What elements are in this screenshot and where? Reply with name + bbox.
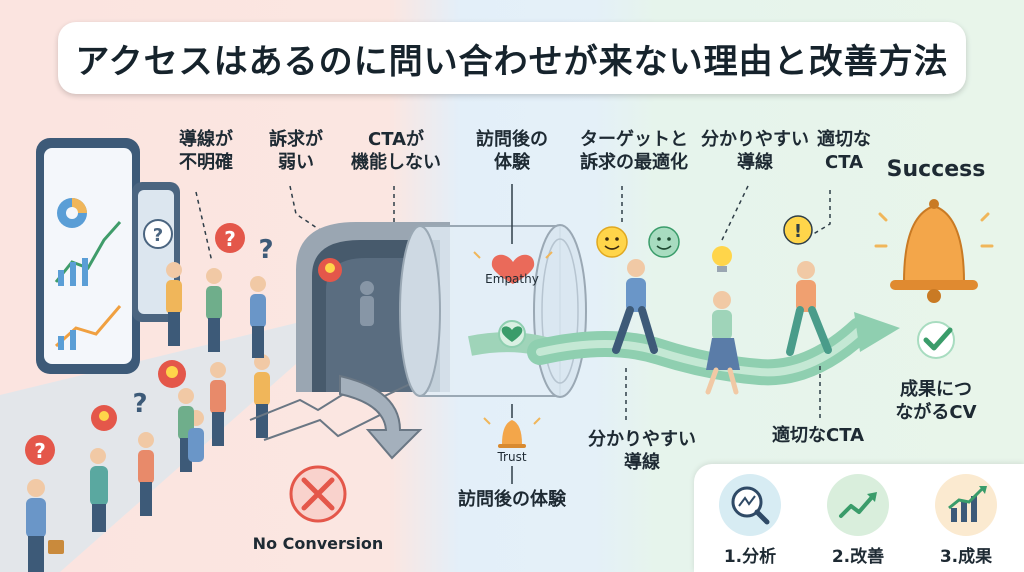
glass-tube xyxy=(399,224,587,398)
problem-label-weak-appeal: 訴求が 弱い xyxy=(269,129,323,174)
svg-text:?: ? xyxy=(34,439,46,463)
heart-icon xyxy=(473,251,553,284)
bar-chart-icon xyxy=(935,474,997,536)
title-banner: アクセスはあるのに問い合わせが来ない理由と改善方法 xyxy=(58,22,966,94)
success-label: Success xyxy=(886,157,986,182)
trust-label: Trust xyxy=(497,450,527,464)
broken-arrow-icon xyxy=(339,374,423,460)
question-bubble-icon: ? xyxy=(215,223,245,253)
smiley-bubble-icon xyxy=(596,226,628,258)
step-analysis: 1.分析 xyxy=(702,474,798,567)
check-circle-icon xyxy=(917,321,955,359)
lightbulb-bubble-icon xyxy=(91,405,117,431)
growth-arrow-icon xyxy=(827,474,889,536)
walking-people-icon xyxy=(612,259,832,395)
problem-label-cta-not-working: CTAが 機能しない xyxy=(351,129,441,174)
proper-cta-label: 適切なCTA xyxy=(771,425,865,446)
no-conversion-label: No Conversion xyxy=(252,534,384,553)
step-label: 3.成果 xyxy=(939,547,993,567)
lightbulb-bubble-icon xyxy=(158,360,186,388)
smiley-bubble-icon xyxy=(648,226,680,258)
svg-text:!: ! xyxy=(794,221,802,242)
heart-icon xyxy=(498,320,526,348)
conversion-result-label: 成果につ ながるCV xyxy=(895,379,977,424)
empathy-label: Empathy xyxy=(485,272,539,286)
easy-path-label: 分かりやすい 導線 xyxy=(588,429,696,474)
problem-label-unclear-path: 導線が 不明確 xyxy=(179,129,233,174)
post-visit-experience-bottom-label: 訪問後の体験 xyxy=(458,489,566,510)
question-bubble-icon: ? xyxy=(25,435,55,465)
question-mark-icon: ? xyxy=(132,389,147,419)
svg-text:?: ? xyxy=(153,225,163,246)
step-label: 1.分析 xyxy=(723,547,777,567)
success-bell-icon xyxy=(874,199,994,303)
question-mark-icon: ? xyxy=(258,235,273,265)
solution-label-clear-path: 分かりやすい 導線 xyxy=(701,129,809,174)
step-results: 3.成果 xyxy=(918,474,1014,567)
question-bubble-icon: ? xyxy=(143,219,173,249)
step-improvement: 2.改善 xyxy=(810,474,906,567)
exclamation-bubble-icon: ! xyxy=(783,215,813,245)
svg-text:?: ? xyxy=(224,227,236,251)
walkway xyxy=(0,322,330,572)
page-title: アクセスはあるのに問い合わせが来ない理由と改善方法 xyxy=(75,41,949,82)
no-conversion-icon xyxy=(289,465,347,523)
solution-label-target-optimization: ターゲットと 訴求の最適化 xyxy=(580,129,688,174)
lightbulb-icon xyxy=(712,246,732,272)
steps-panel: 1.分析 2.改善 3.成果 xyxy=(694,464,1024,572)
bell-icon xyxy=(483,417,541,448)
solution-label-proper-cta: 適切な CTA xyxy=(817,129,871,174)
path-arrowhead xyxy=(854,312,900,352)
smartphone-icon xyxy=(36,138,140,374)
magnifier-chart-icon xyxy=(719,474,781,536)
step-label: 2.改善 xyxy=(831,547,885,567)
post-visit-experience-label: 訪問後の 体験 xyxy=(476,129,548,174)
